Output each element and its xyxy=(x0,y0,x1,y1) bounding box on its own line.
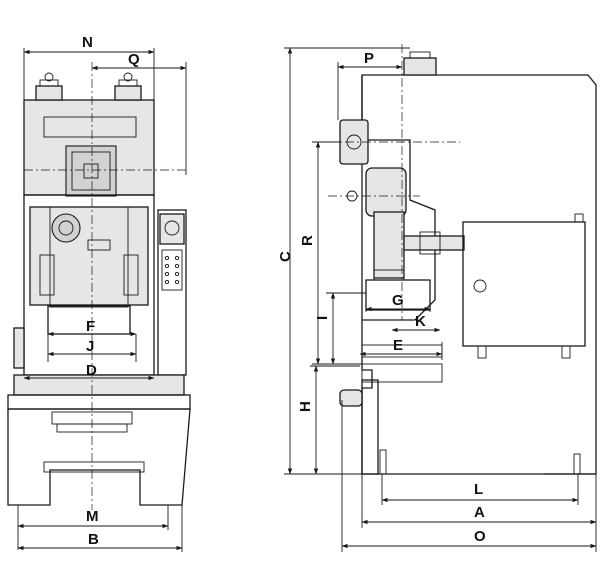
dim-label-D: D xyxy=(86,362,97,379)
dim-label-C: C xyxy=(277,251,294,262)
front-view xyxy=(7,62,191,510)
dim-label-Q: Q xyxy=(128,51,140,68)
dim-label-B: B xyxy=(88,531,99,548)
dim-label-H: H xyxy=(297,401,314,412)
dim-label-G: G xyxy=(392,292,404,309)
front-cap-right xyxy=(114,72,142,101)
dim-label-K: K xyxy=(415,313,426,330)
dim-label-N: N xyxy=(82,34,93,51)
dim-label-E: E xyxy=(393,337,403,354)
control-pendant xyxy=(157,209,187,376)
dim-label-M: M xyxy=(86,508,99,525)
side-dimensions: P C R G I K E H L xyxy=(277,47,597,552)
dim-label-A: A xyxy=(474,504,485,521)
dim-label-J: J xyxy=(86,338,94,355)
dim-label-F: F xyxy=(86,318,95,335)
dim-label-I: I xyxy=(314,316,331,320)
side-control-box xyxy=(462,213,586,359)
front-dimensions: N Q F J D M B xyxy=(17,34,187,552)
dim-label-R: R xyxy=(299,235,316,246)
dim-label-O: O xyxy=(474,528,486,545)
dim-label-L: L xyxy=(474,481,483,498)
dim-label-P: P xyxy=(364,50,374,67)
side-view xyxy=(328,44,597,475)
front-cap-left xyxy=(35,72,63,101)
